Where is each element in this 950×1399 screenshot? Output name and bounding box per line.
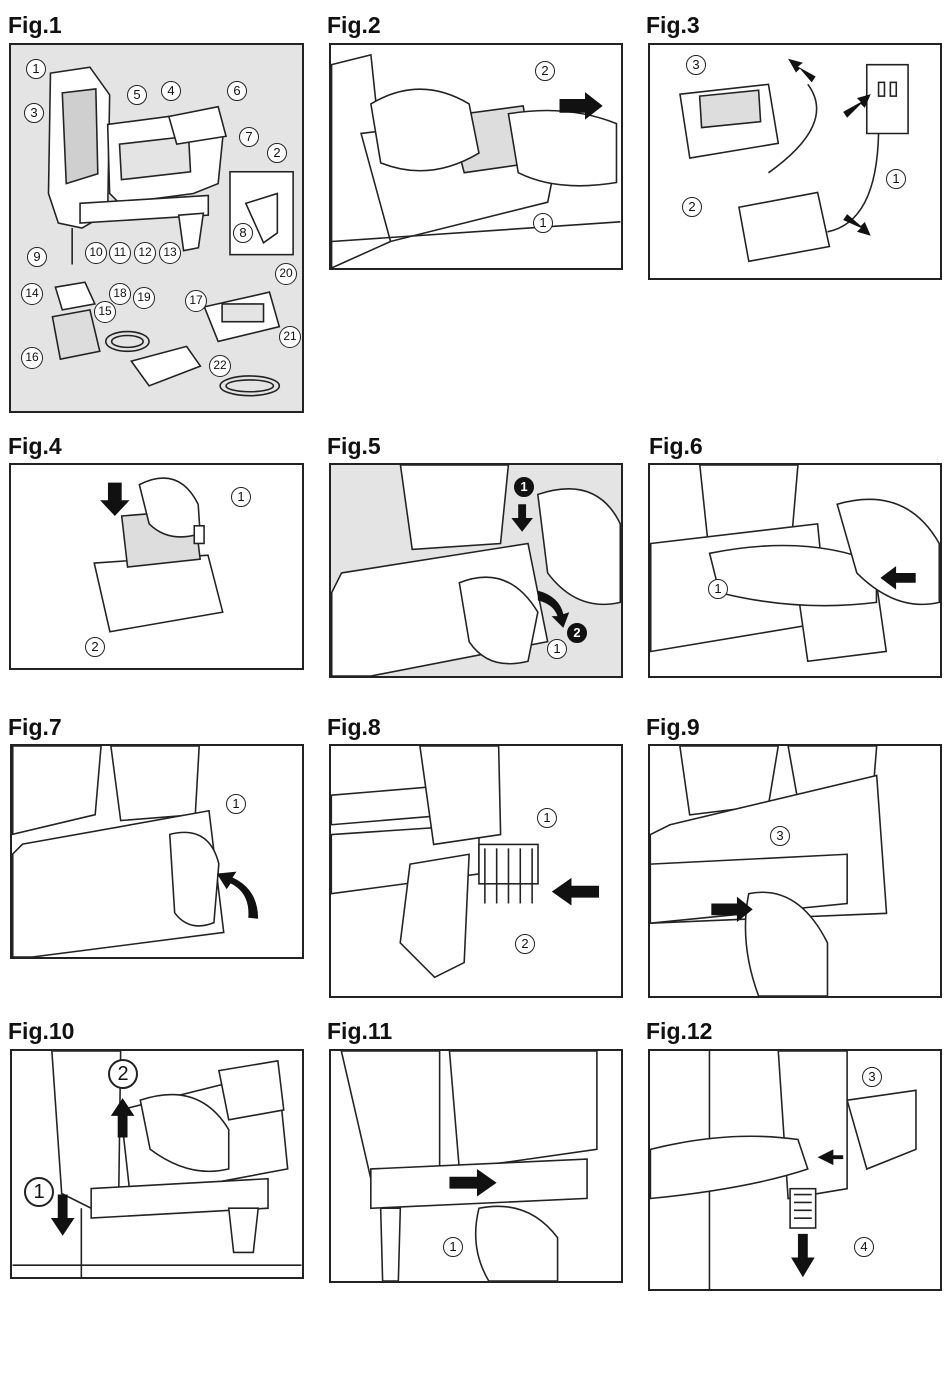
fig3-panel: 3 2 1	[648, 43, 942, 280]
fig12-callout-3: 3	[862, 1067, 882, 1087]
fig1-callout-8: 8	[233, 223, 253, 243]
fig1-callout-16: 16	[21, 347, 43, 369]
fig3-callout-2: 2	[682, 197, 702, 217]
fig1-callout-2: 2	[267, 143, 287, 163]
fig6-callout-1: 1	[708, 579, 728, 599]
fig4-title: Fig.4	[8, 433, 62, 459]
fig4-callout-2: 2	[85, 637, 105, 657]
fig5-title: Fig.5	[327, 433, 381, 459]
fig5-illustration	[331, 465, 621, 676]
fig6-arrow-icon	[880, 566, 916, 590]
fig1-callout-7: 7	[239, 127, 259, 147]
fig1-callout-3: 3	[24, 103, 44, 123]
fig10-arrow-up-icon	[110, 1098, 135, 1138]
fig7-illustration	[12, 746, 259, 957]
fig2-panel: 2 1	[329, 43, 623, 270]
fig3-arrow-b-icon	[843, 94, 871, 118]
fig6-title: Fig.6	[649, 433, 703, 459]
fig1-callout-10: 10	[85, 242, 107, 264]
fig2-callout-1: 1	[533, 213, 553, 233]
fig1-callout-15: 15	[94, 301, 116, 323]
fig1-callout-11: 11	[109, 242, 131, 264]
fig2-callout-2: 2	[535, 61, 555, 81]
fig11-callout-1: 1	[443, 1237, 463, 1257]
fig7-callout-1: 1	[226, 794, 246, 814]
fig1-callout-14: 14	[21, 283, 43, 305]
fig8-illustration	[331, 746, 600, 979]
fig9-illustration	[650, 746, 888, 996]
fig3-arrow-c-icon	[843, 214, 871, 236]
fig7-title: Fig.7	[8, 714, 62, 740]
fig5-callout-1: 1	[547, 639, 567, 659]
fig11-title: Fig.11	[327, 1018, 393, 1044]
fig1-callout-13: 13	[159, 242, 181, 264]
fig12-arrow-down-icon	[791, 1233, 815, 1278]
fig7-panel: 1	[10, 744, 304, 959]
fig9-arrow-icon	[711, 896, 753, 923]
fig7-arrow-curve-icon	[216, 871, 259, 919]
fig6-illustration	[650, 465, 940, 663]
fig4-illustration	[93, 477, 224, 633]
fig3-illustration	[679, 58, 909, 263]
fig1-callout-1: 1	[26, 59, 46, 79]
fig1-panel: 1 2 3 4 5 6 7 8 9 10 11 12 13 14 15 16 1…	[9, 43, 304, 413]
fig12-illustration	[650, 1051, 917, 1289]
fig8-arrow-icon	[551, 877, 600, 906]
fig5-step-1-badge: 1	[514, 477, 534, 497]
fig10-panel: 2 1	[10, 1049, 304, 1279]
fig1-callout-19: 19	[133, 287, 155, 309]
fig1-callout-21: 21	[279, 326, 301, 348]
fig9-title: Fig.9	[646, 714, 700, 740]
fig9-panel: 3	[648, 744, 942, 998]
fig3-callout-1: 1	[886, 169, 906, 189]
fig1-callout-20: 20	[275, 263, 297, 285]
fig2-title: Fig.2	[327, 12, 381, 38]
fig8-callout-1: 1	[537, 808, 557, 828]
fig2-arrow-icon	[559, 92, 603, 120]
fig1-callout-6: 6	[227, 81, 247, 101]
fig10-step-2-badge: 2	[108, 1059, 138, 1089]
fig4-arrow-icon	[100, 482, 130, 516]
fig4-callout-1: 1	[231, 487, 251, 507]
fig10-step-1-badge: 1	[24, 1177, 54, 1207]
fig8-panel: 1 2	[329, 744, 623, 998]
fig5-arrow-down-icon	[511, 504, 533, 532]
fig10-illustration	[12, 1051, 302, 1277]
fig12-panel: 3 4	[648, 1049, 942, 1291]
fig1-callout-18: 18	[109, 283, 131, 305]
fig9-callout-3: 3	[770, 826, 790, 846]
fig8-callout-2: 2	[515, 934, 535, 954]
fig11-illustration	[340, 1051, 598, 1281]
fig10-arrow-down-icon	[50, 1194, 75, 1236]
fig1-callout-22: 22	[209, 355, 231, 377]
fig5-panel: 1 2 1	[329, 463, 623, 678]
fig12-callout-4: 4	[854, 1237, 874, 1257]
fig1-callout-17: 17	[185, 290, 207, 312]
fig1-title: Fig.1	[8, 12, 62, 38]
fig12-arrow-left-icon	[817, 1149, 844, 1166]
fig5-arrow-curve-icon	[537, 590, 570, 628]
fig1-callout-9: 9	[27, 247, 47, 267]
fig1-callout-4: 4	[161, 81, 181, 101]
fig3-title: Fig.3	[646, 12, 700, 38]
fig11-arrow-icon	[449, 1168, 497, 1197]
fig11-panel: 1	[329, 1049, 623, 1283]
fig8-title: Fig.8	[327, 714, 381, 740]
fig1-tool-illustration	[47, 66, 294, 397]
fig1-callout-12: 12	[134, 242, 156, 264]
fig3-arrow-a-icon	[788, 58, 816, 83]
fig6-panel: 1	[648, 463, 942, 678]
fig10-title: Fig.10	[8, 1018, 75, 1044]
fig2-illustration	[331, 53, 621, 268]
fig5-step-2-badge: 2	[567, 623, 587, 643]
fig1-callout-5: 5	[127, 85, 147, 105]
fig4-panel: 1 2	[9, 463, 304, 670]
fig3-callout-3: 3	[686, 55, 706, 75]
fig12-title: Fig.12	[646, 1018, 713, 1044]
